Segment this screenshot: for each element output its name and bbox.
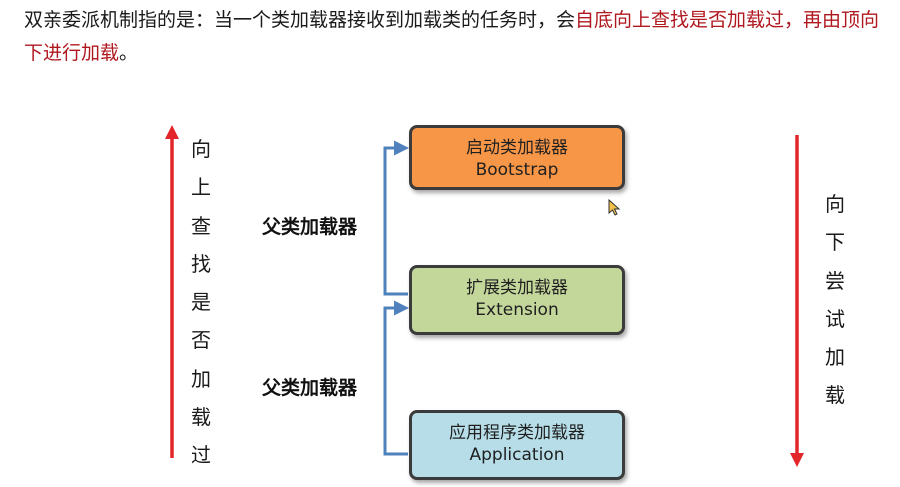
connector-extension-to-bootstrap: [383, 140, 409, 296]
parent-loader-label-upper: 父类加载器: [262, 216, 358, 238]
description-highlight: 自底向上查找是否加载过，再由顶向下进行加载: [24, 9, 880, 64]
application-loader-box: 应用程序类加载器 Application: [409, 410, 625, 480]
connector-application-to-extension: [383, 300, 409, 456]
mouse-pointer-icon: [608, 198, 621, 216]
bootstrap-loader-cn: 启动类加载器: [466, 138, 568, 158]
extension-loader-en: Extension: [475, 300, 559, 320]
application-loader-cn: 应用程序类加载器: [449, 423, 585, 443]
description-part2: 。: [119, 42, 139, 64]
bootstrap-loader-en: Bootstrap: [475, 160, 559, 180]
parent-loader-label-lower: 父类加载器: [262, 377, 358, 399]
description-part1: 双亲委派机制指的是：当一个类加载器接收到加载类的任务时，会: [24, 9, 576, 31]
application-loader-en: Application: [469, 445, 565, 465]
description-text: 双亲委派机制指的是：当一个类加载器接收到加载类的任务时，会自底向上查找是否加载过…: [24, 4, 884, 70]
left-vertical-label: 向 上 查 找 是 否 加 载 过: [191, 137, 211, 468]
right-vertical-label: 向 下 尝 试 加 载: [825, 192, 845, 408]
extension-loader-cn: 扩展类加载器: [466, 278, 568, 298]
bootstrap-loader-box: 启动类加载器 Bootstrap: [409, 125, 625, 190]
extension-loader-box: 扩展类加载器 Extension: [409, 265, 625, 335]
